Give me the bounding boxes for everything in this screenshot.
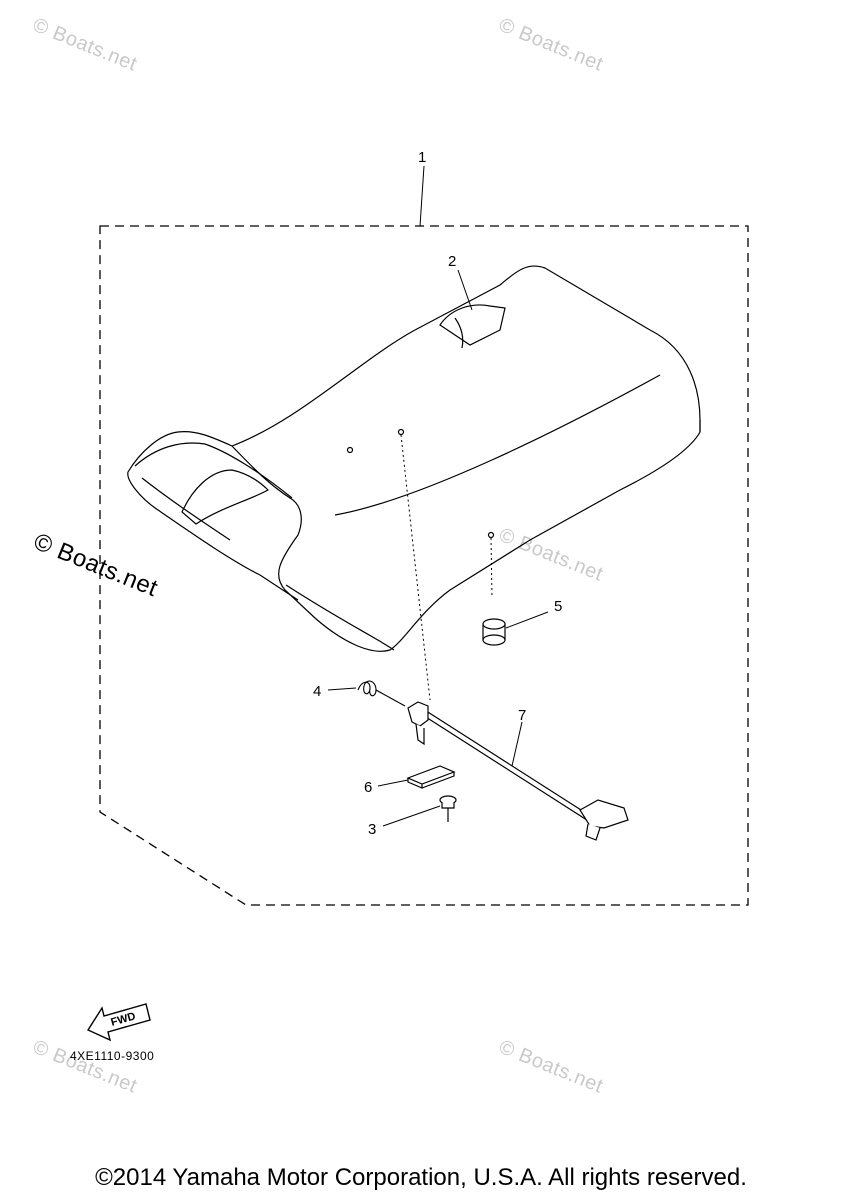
callout-4: 4: [313, 683, 321, 700]
leader-6: [377, 779, 409, 787]
ref-line-seat-center: [400, 434, 431, 701]
damper-part: [482, 618, 506, 646]
spring-part: [357, 680, 406, 707]
leader-5: [505, 611, 549, 629]
bolt-part: [439, 795, 457, 822]
seat: [127, 265, 701, 652]
leader-7: [511, 721, 523, 767]
callout-1: 1: [418, 149, 426, 166]
callout-3: 3: [368, 821, 376, 838]
callout-6: 6: [364, 779, 372, 796]
callout-2: 2: [448, 253, 456, 270]
callout-5: 5: [554, 598, 562, 615]
leader-2: [457, 269, 473, 311]
diagram-part-code: 4XE1110-9300: [70, 1049, 155, 1063]
fwd-arrow-icon: FWD: [86, 1003, 151, 1042]
leader-3: [382, 805, 441, 827]
assembly-boundary: [99, 225, 749, 906]
leader-1: [419, 165, 425, 227]
seat-lock-rod: [407, 701, 629, 841]
copyright-footer: ©2014 Yamaha Motor Corporation, U.S.A. A…: [95, 1164, 747, 1191]
leader-4: [327, 687, 357, 691]
callout-7: 7: [518, 707, 526, 724]
plate-part: [406, 765, 456, 789]
ref-line-seat-rear: [490, 537, 493, 599]
